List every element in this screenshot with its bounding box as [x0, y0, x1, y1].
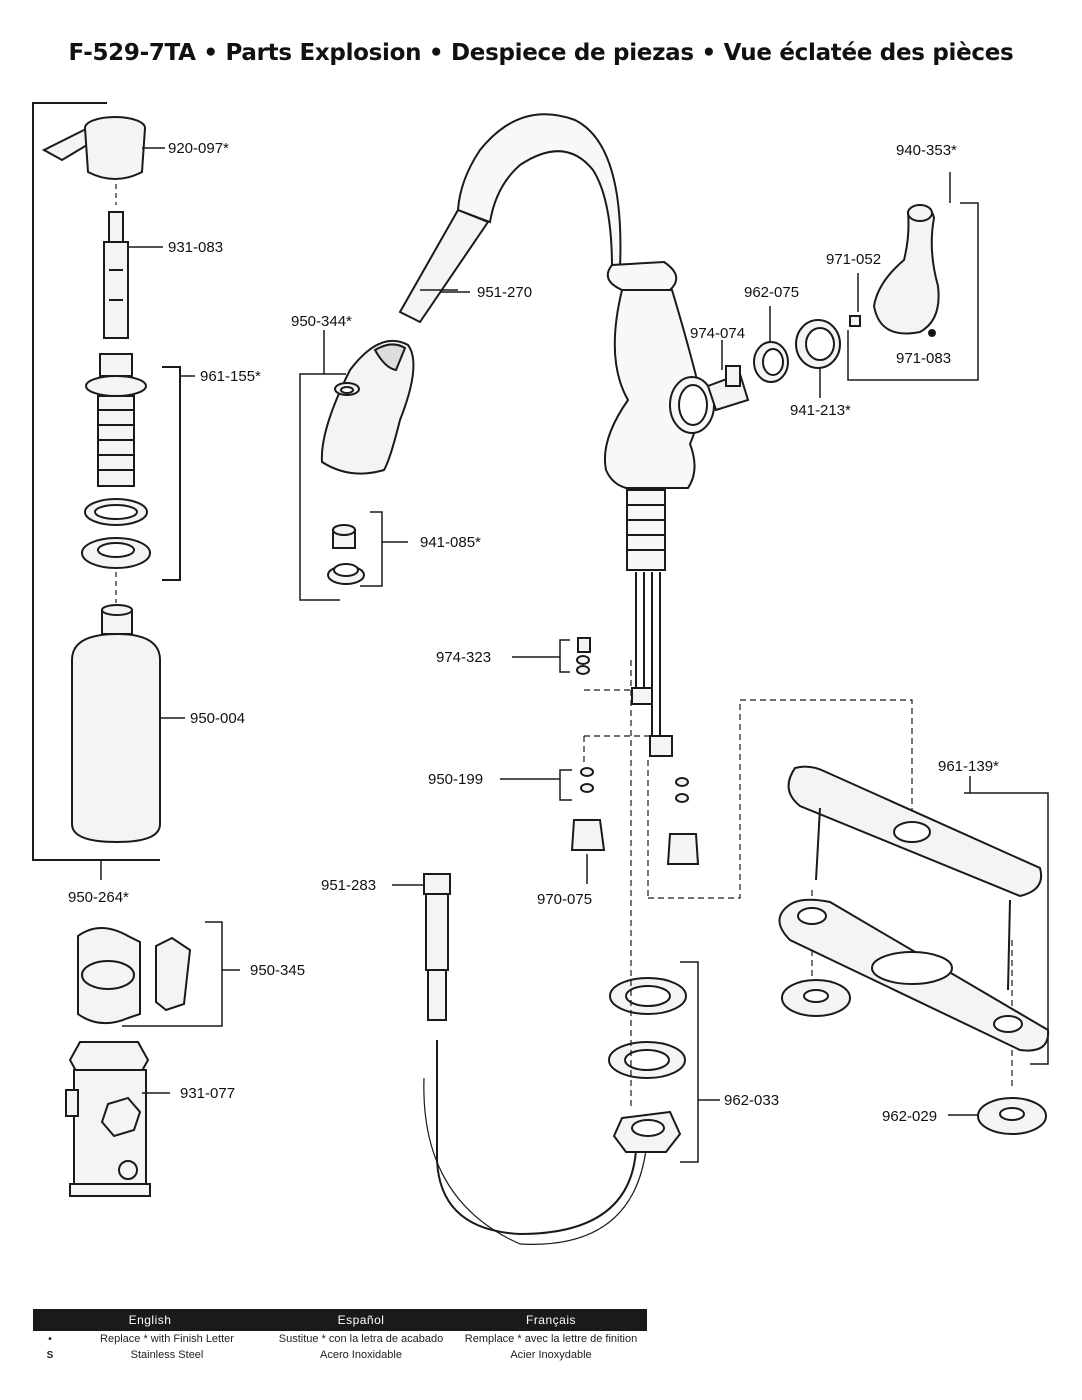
- legend-row: S Stainless Steel Acero Inoxidable Acier…: [33, 1347, 647, 1363]
- spray-head: [320, 340, 415, 475]
- label-974-323: 974-323: [436, 649, 491, 666]
- legend-row: • Replace * with Finish Letter Sustitue …: [33, 1331, 647, 1347]
- pullout-hose: [398, 208, 490, 324]
- legend-header-french: Français: [525, 1313, 576, 1327]
- hose-clip: [576, 637, 591, 675]
- soap-pump-head: [41, 116, 146, 180]
- cartridge: [706, 365, 750, 412]
- legend-header-spanish: Español: [337, 1313, 385, 1327]
- soap-dispenser-group: [32, 102, 195, 880]
- legend-fr: Remplace * avec la lettre de finition: [464, 1333, 638, 1345]
- label-950-264: 950-264*: [68, 889, 129, 906]
- legend-es: Acero Inoxidable: [320, 1349, 402, 1361]
- label-974-074: 974-074: [690, 325, 745, 342]
- label-962-029: 962-029: [882, 1108, 937, 1125]
- aerator-set: [327, 382, 365, 585]
- legend-es: Sustitue * con la letra de acabado: [278, 1333, 444, 1345]
- faucet-body: [456, 113, 715, 736]
- label-950-345: 950-345: [250, 962, 305, 979]
- label-931-083: 931-083: [168, 239, 223, 256]
- legend-table: English Español Français • Replace * wit…: [33, 1309, 647, 1363]
- label-950-344: 950-344*: [291, 313, 352, 330]
- legend-en: Replace * with Finish Letter: [100, 1333, 234, 1345]
- label-951-270: 951-270: [477, 284, 532, 301]
- label-931-077: 931-077: [180, 1085, 235, 1102]
- label-950-199: 950-199: [428, 771, 483, 788]
- pump-body: [81, 353, 151, 569]
- legend-fr: Acier Inoxydable: [510, 1349, 592, 1361]
- label-970-075: 970-075: [537, 891, 592, 908]
- soap-bottle: [71, 604, 161, 844]
- page-title: F-529-7TA • Parts Explosion • Despiece d…: [68, 40, 1014, 66]
- label-971-083: 971-083: [896, 350, 951, 367]
- parts-diagram: 920-097* 931-083 961-155* 950-004 950-26…: [32, 102, 1050, 1245]
- mounting-nuts: [781, 979, 1047, 1135]
- lever-handle: [872, 204, 940, 337]
- legend-key: S: [46, 1349, 54, 1361]
- bonnet-nut: [753, 341, 789, 383]
- escutcheon-cap: [795, 319, 841, 369]
- label-920-097: 920-097*: [168, 140, 229, 157]
- quick-connector: [65, 1041, 151, 1197]
- hose-weight: [423, 873, 451, 1021]
- label-941-085: 941-085*: [420, 534, 481, 551]
- legend-key: •: [48, 1333, 52, 1345]
- label-971-052: 971-052: [826, 251, 881, 268]
- label-962-075: 962-075: [744, 284, 799, 301]
- compression-fittings: [570, 687, 700, 865]
- legend-header: English Español Français: [33, 1309, 647, 1331]
- label-951-283: 951-283: [321, 877, 376, 894]
- label-941-213: 941-213*: [790, 402, 851, 419]
- label-950-004: 950-004: [190, 710, 245, 727]
- pump-shaft: [103, 211, 129, 339]
- label-961-139: 961-139*: [938, 758, 999, 775]
- mounting-washers: [608, 977, 687, 1153]
- clip-set: [77, 921, 223, 1027]
- label-962-033: 962-033: [724, 1092, 779, 1109]
- legend-header-english: English: [128, 1313, 172, 1327]
- set-screw: [849, 315, 861, 327]
- legend-en: Stainless Steel: [130, 1349, 204, 1361]
- label-940-353: 940-353*: [896, 142, 957, 159]
- deck-plate: [778, 765, 1050, 1052]
- label-961-155: 961-155*: [200, 368, 261, 385]
